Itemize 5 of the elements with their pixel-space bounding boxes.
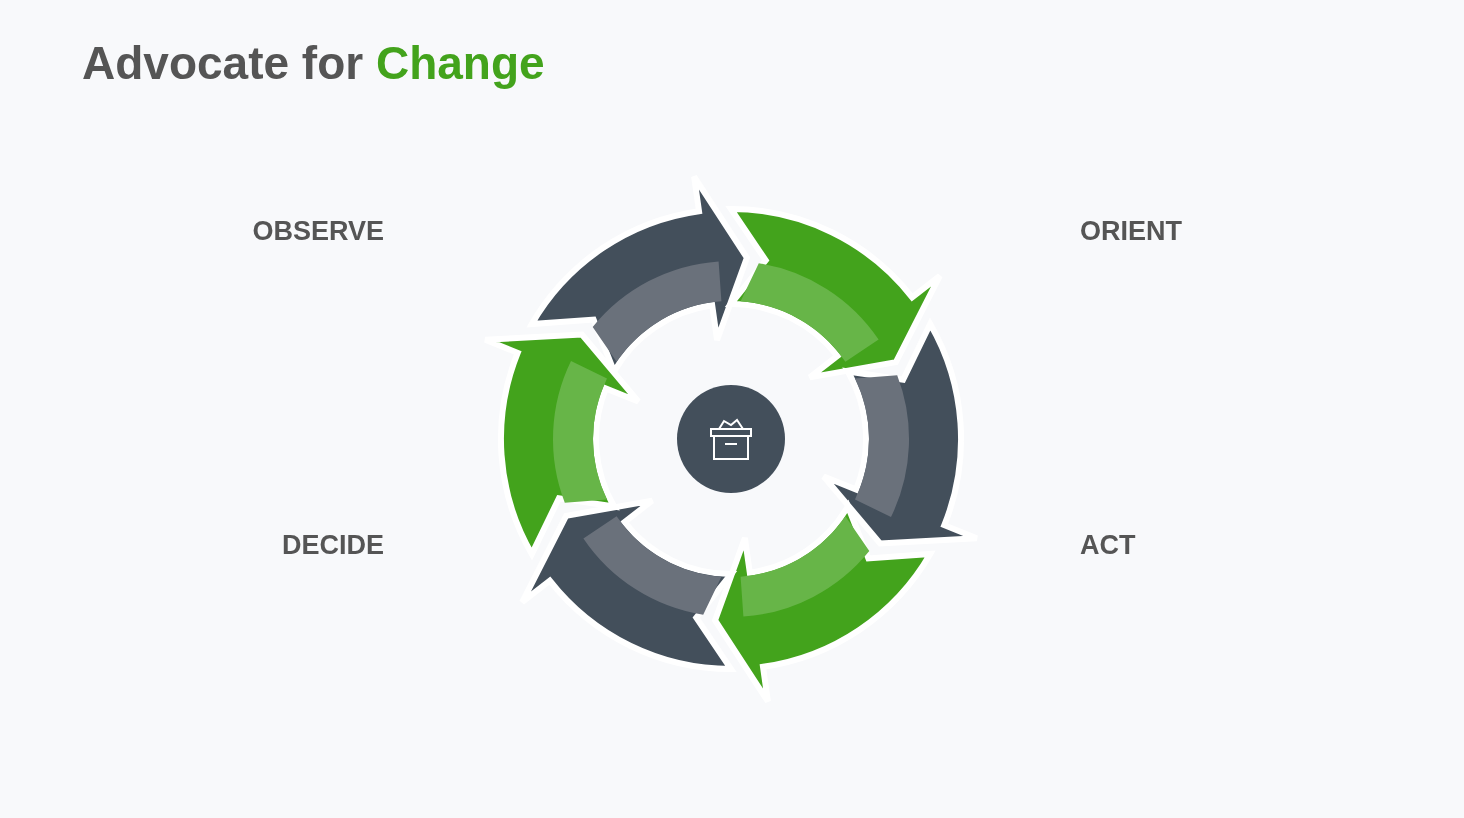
title: Advocate for Change <box>82 36 545 90</box>
stage-label: OBSERVE <box>252 216 384 247</box>
stage-label: DECIDE <box>282 530 384 561</box>
stage-label: ACT <box>1080 530 1136 561</box>
stage-label: ORIENT <box>1080 216 1182 247</box>
